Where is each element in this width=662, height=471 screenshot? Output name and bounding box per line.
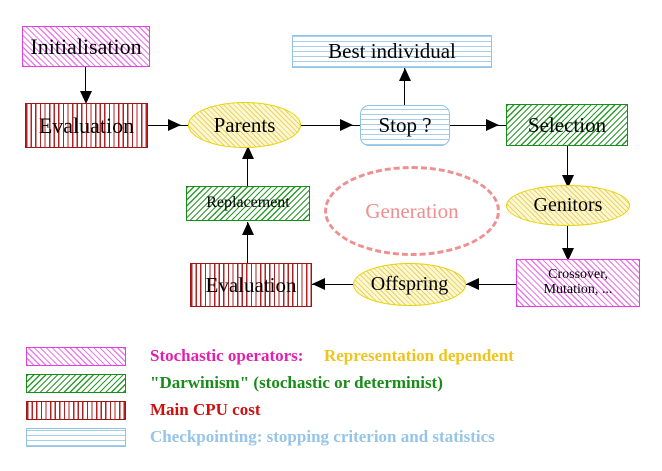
arrowhead-right-stop xyxy=(340,119,353,131)
legend-label-primary-0: Stochastic operators: xyxy=(150,346,304,365)
node-crossover-mutation-label: Crossover, Mutation, ... xyxy=(543,267,613,297)
legend-row-main-cpu-cost: Main CPU cost xyxy=(26,400,260,420)
node-selection[interactable]: Selection xyxy=(506,104,628,146)
node-evaluation-bottom-label: Evaluation xyxy=(205,272,297,297)
legend-text-stochastic-operators: Stochastic operators: Representation dep… xyxy=(150,346,514,366)
edge-genitors-to-crossover xyxy=(567,225,569,261)
arrowhead-right-parents xyxy=(168,119,181,131)
legend-label-primary-3: Checkpointing: stopping criterion and st… xyxy=(150,427,495,446)
arrowhead-up-best-individual xyxy=(399,68,411,81)
legend-label-primary-1: "Darwinism" (stochastic or determinist) xyxy=(150,373,443,392)
node-generation: Generation xyxy=(324,166,500,256)
legend-text-main-cpu-cost: Main CPU cost xyxy=(150,400,260,420)
node-generation-label: Generation xyxy=(365,198,459,223)
edge-offspring-to-evaluation xyxy=(312,284,356,286)
legend-swatch-red-vertical xyxy=(26,400,126,420)
edge-evaluation-to-replacement xyxy=(247,222,249,264)
node-stop-label: Stop ? xyxy=(378,113,432,138)
node-initialisation-label: Initialisation xyxy=(30,33,142,59)
node-parents[interactable]: Parents xyxy=(188,102,301,148)
edge-parents-to-stop xyxy=(300,125,360,127)
arrowhead-right-selection xyxy=(486,119,499,131)
node-evaluation-bottom[interactable]: Evaluation xyxy=(190,263,312,307)
node-selection-label: Selection xyxy=(527,112,607,137)
legend-text-darwinism: "Darwinism" (stochastic or determinist) xyxy=(150,373,443,393)
node-stop[interactable]: Stop ? xyxy=(360,105,450,146)
legend-row-darwinism: "Darwinism" (stochastic or determinist) xyxy=(26,373,443,393)
node-best-individual-label: Best individual xyxy=(328,39,456,64)
node-evaluation-top-label: Evaluation xyxy=(38,112,135,138)
node-offspring[interactable]: Offspring xyxy=(353,263,466,306)
arrowhead-down-crossover xyxy=(562,248,574,261)
node-replacement[interactable]: Replacement xyxy=(186,186,310,221)
node-initialisation[interactable]: Initialisation xyxy=(22,26,150,67)
node-parents-label: Parents xyxy=(213,112,276,137)
legend-label-primary-2: Main CPU cost xyxy=(150,400,261,419)
edge-stop-to-best-individual xyxy=(404,68,406,106)
legend-row-stochastic-operators: Stochastic operators: Representation dep… xyxy=(26,346,514,366)
arrowhead-left-offspring xyxy=(466,278,479,290)
node-evaluation-top[interactable]: Evaluation xyxy=(25,103,148,148)
legend-label-secondary-0: Representation dependent xyxy=(323,346,514,365)
legend-swatch-green-hatch xyxy=(26,373,126,393)
node-genitors[interactable]: Genitors xyxy=(506,185,630,226)
legend-swatch-blue-horizontal xyxy=(26,427,126,447)
edge-initialisation-to-evaluation xyxy=(85,66,87,96)
node-crossover-mutation[interactable]: Crossover, Mutation, ... xyxy=(516,259,640,307)
edge-selection-to-genitors xyxy=(567,145,569,187)
legend-swatch-magenta-hatch xyxy=(26,346,126,366)
node-best-individual[interactable]: Best individual xyxy=(292,35,492,68)
arrowhead-left-evaluation-bottom xyxy=(312,278,325,290)
node-replacement-label: Replacement xyxy=(206,194,290,212)
arrowhead-up-replacement xyxy=(242,222,254,235)
edge-replacement-to-parents xyxy=(247,146,249,188)
node-genitors-label: Genitors xyxy=(533,194,603,216)
edge-stop-to-selection xyxy=(450,125,506,127)
arrowhead-down-initialisation xyxy=(80,91,92,104)
node-offspring-label: Offspring xyxy=(370,273,449,295)
legend-text-checkpointing: Checkpointing: stopping criterion and st… xyxy=(150,427,495,447)
edge-crossover-to-offspring xyxy=(466,284,518,286)
arrowhead-up-parents xyxy=(242,146,254,159)
legend-row-checkpointing: Checkpointing: stopping criterion and st… xyxy=(26,427,495,447)
